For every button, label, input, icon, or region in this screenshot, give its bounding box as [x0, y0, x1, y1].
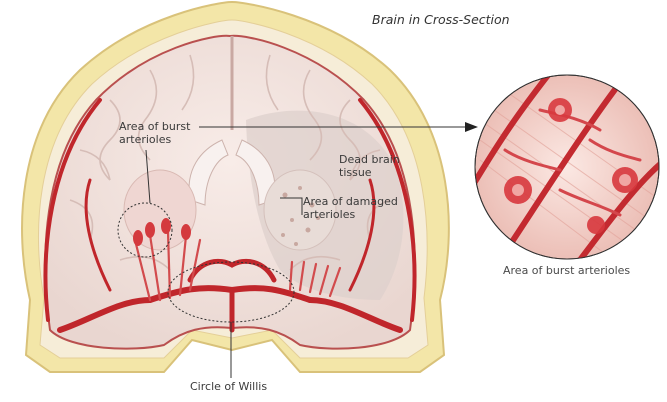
arrowhead: [465, 122, 478, 132]
label-damaged-area: Area of damaged arterioles: [303, 195, 398, 221]
label-dead-tissue: Dead brain tissue: [339, 153, 400, 179]
label-burst-area-line1: Area of burst: [119, 120, 190, 133]
label-circle-of-willis: Circle of Willis: [190, 380, 267, 393]
inset-caption: Area of burst arterioles: [503, 264, 630, 277]
label-burst-area-line2: arterioles: [119, 133, 190, 146]
label-burst-area: Area of burst arterioles: [119, 120, 190, 146]
label-damaged-area-line1: Area of damaged: [303, 195, 398, 208]
diagram-title: Brain in Cross-Section: [372, 12, 510, 27]
label-dead-tissue-line2: tissue: [339, 166, 400, 179]
label-dead-tissue-line1: Dead brain: [339, 153, 400, 166]
label-damaged-area-line2: arterioles: [303, 208, 398, 221]
inset-magnification: [470, 60, 665, 280]
